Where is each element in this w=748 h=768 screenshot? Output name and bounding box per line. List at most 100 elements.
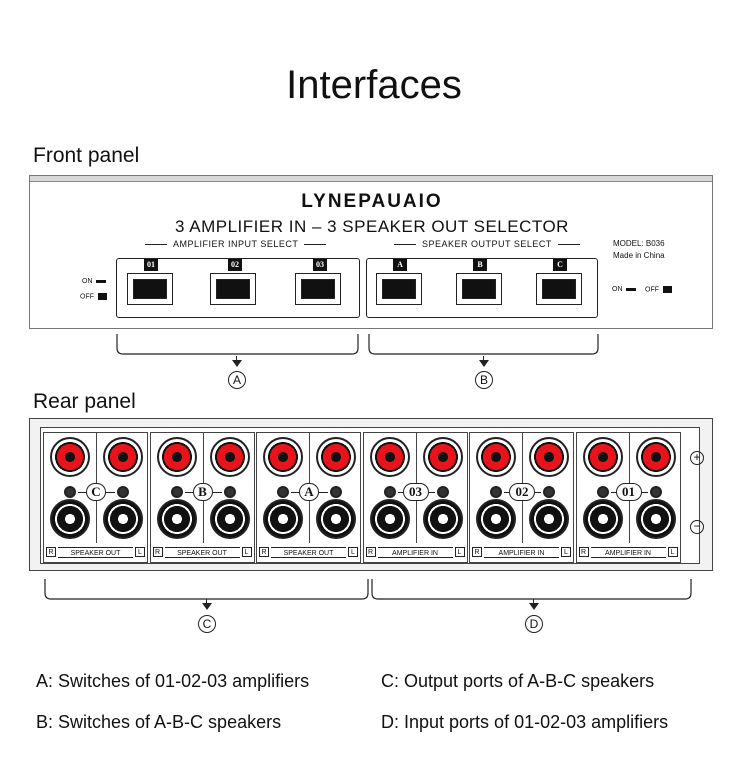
black-binding-post[interactable] [50, 499, 90, 539]
screw-icon [64, 486, 76, 498]
right-on-label: ON [612, 286, 623, 293]
black-binding-post[interactable] [369, 499, 410, 539]
rear-panel-label: Rear panel [33, 390, 136, 413]
left-on-label: ON [82, 278, 93, 285]
right-channel-tag: R [259, 547, 269, 557]
model-number: MODEL: B036 [613, 239, 665, 248]
left-channel-tag: L [241, 547, 252, 557]
speaker-switch-a[interactable] [376, 273, 422, 305]
amp-switch-tag-01: 01 [144, 259, 158, 271]
red-binding-post[interactable] [529, 437, 569, 477]
arrow-d-stem [533, 599, 534, 603]
black-binding-post[interactable] [582, 499, 623, 539]
callout-b: B [475, 371, 493, 389]
terminal-group-label-text: AMPLIFIER IN [590, 547, 666, 558]
minus-sign: − [690, 520, 704, 534]
screw-icon [330, 486, 342, 498]
black-binding-post[interactable] [103, 499, 143, 539]
front-panel: LYNEPAUAIO 3 AMPLIFIER IN – 3 SPEAKER OU… [29, 175, 713, 329]
screw-icon [649, 486, 662, 498]
black-binding-post[interactable] [635, 499, 676, 539]
made-in: Made in China [613, 251, 665, 260]
speaker-switch-b[interactable] [456, 273, 502, 305]
left-channel-tag: L [454, 547, 465, 557]
legend-c: C: Output ports of A-B-C speakers [381, 671, 655, 691]
right-off-label: OFF [645, 286, 659, 294]
black-binding-post[interactable] [209, 499, 250, 539]
switch-up-icon [96, 279, 107, 283]
amplifier-group-label: AMPLIFIER INPUT SELECT [145, 239, 327, 249]
switch-up-icon [626, 287, 637, 291]
legend-d: D: Input ports of 01-02-03 amplifiers [381, 712, 669, 732]
plus-sign: + [690, 451, 704, 465]
switch-down-icon [662, 286, 672, 293]
brand-logo: LYNEPAUAIO [301, 191, 443, 212]
red-binding-post[interactable] [103, 437, 143, 477]
screw-icon [223, 486, 236, 498]
terminal-group-label-text: SPEAKER OUT [271, 547, 346, 558]
black-binding-post[interactable] [476, 499, 516, 539]
black-binding-post[interactable] [316, 499, 356, 539]
right-channel-tag: R [365, 547, 376, 557]
arrow-down-icon [232, 360, 242, 367]
right-channel-tag: R [472, 547, 482, 557]
black-binding-post[interactable] [263, 499, 303, 539]
left-channel-tag: L [667, 547, 678, 557]
amp-switch-tag-03: 03 [313, 259, 327, 271]
amp-switch-02[interactable] [210, 273, 256, 305]
callout-c: C [198, 615, 216, 633]
screw-icon [596, 486, 609, 498]
legend-a: A: Switches of 01-02-03 amplifiers [36, 671, 310, 691]
right-on-indicator: ON [612, 286, 637, 293]
amplifier-group-label-text: AMPLIFIER INPUT SELECT [173, 239, 299, 249]
callout-d: D [525, 615, 543, 633]
red-binding-post[interactable] [422, 437, 463, 477]
black-binding-post[interactable] [422, 499, 463, 539]
bracket-c [44, 579, 369, 600]
amp-switch-tag-02: 02 [228, 259, 242, 271]
black-binding-post[interactable] [156, 499, 197, 539]
red-binding-post[interactable] [156, 437, 197, 477]
speaker-switch-tag-b: B [473, 259, 487, 271]
right-channel-tag: R [578, 547, 589, 557]
bracket-a [116, 334, 359, 355]
arrow-down-icon [202, 603, 212, 610]
speaker-switch-c[interactable] [536, 273, 582, 305]
terminal-group-label-text: SPEAKER OUT [58, 547, 133, 558]
screw-icon [543, 486, 555, 498]
speaker-group-label: SPEAKER OUTPUT SELECT [394, 239, 580, 249]
red-binding-post[interactable] [476, 437, 516, 477]
switch-down-icon [97, 293, 107, 300]
arrow-down-icon [529, 603, 539, 610]
red-binding-post[interactable] [369, 437, 410, 477]
screw-icon [117, 486, 129, 498]
amp-switch-03[interactable] [295, 273, 341, 305]
arrow-a-stem [236, 356, 237, 360]
amplifier-switch-group: 01 02 03 [116, 258, 360, 318]
amp-switch-01[interactable] [127, 273, 173, 305]
terminal-group-badge: A [299, 483, 319, 501]
legend-b: B: Switches of A-B-C speakers [36, 712, 282, 732]
callout-a: A [228, 371, 246, 389]
red-binding-post[interactable] [582, 437, 623, 477]
left-channel-tag: L [561, 547, 571, 557]
left-channel-tag: L [348, 547, 358, 557]
left-channel-tag: L [135, 547, 145, 557]
red-binding-post[interactable] [50, 437, 90, 477]
bracket-b [368, 334, 599, 355]
red-binding-post[interactable] [263, 437, 303, 477]
red-binding-post[interactable] [316, 437, 356, 477]
red-binding-post[interactable] [635, 437, 676, 477]
black-binding-post[interactable] [529, 499, 569, 539]
red-binding-post[interactable] [209, 437, 250, 477]
terminal-group-label-text: SPEAKER OUT [164, 547, 240, 558]
